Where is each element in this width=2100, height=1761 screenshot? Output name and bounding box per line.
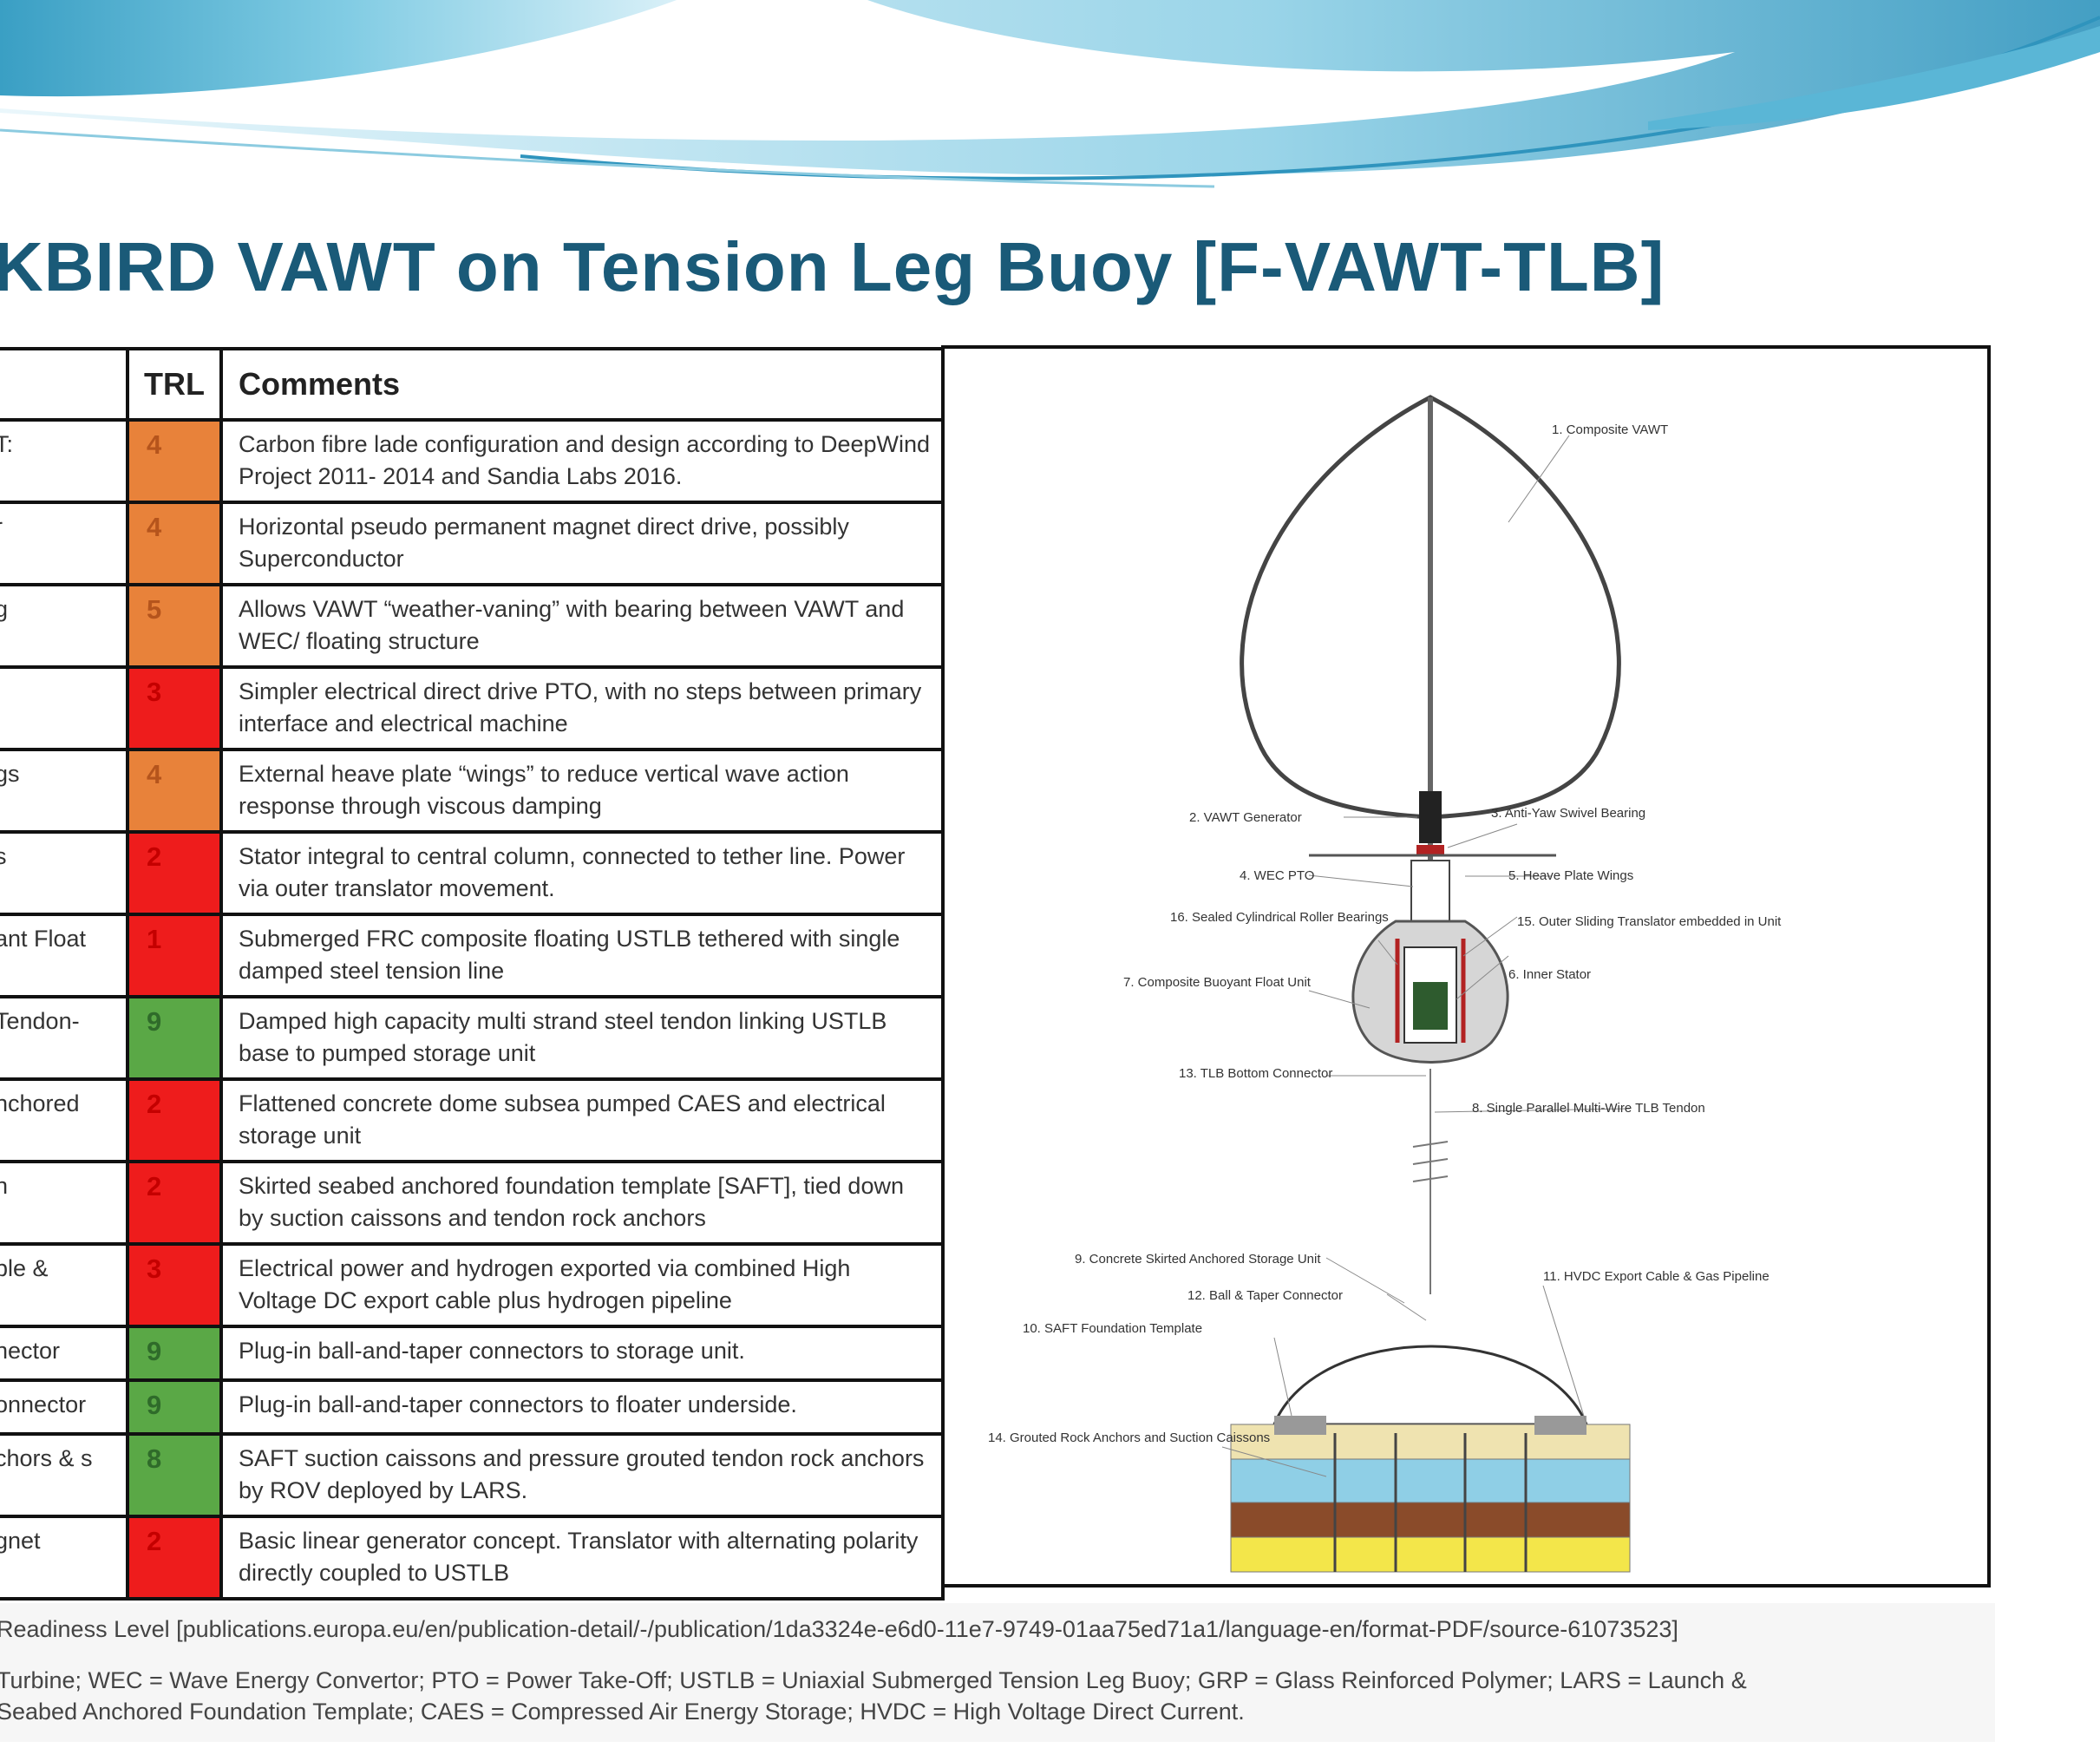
label-storage-unit: 9. Concrete Skirted Anchored Storage Uni… [1075,1252,1321,1267]
component-cell: onnector [0,1378,129,1436]
footnote-abbreviations-1: Turbine; WEC = Wave Energy Convertor; PT… [0,1667,1747,1693]
comment-cell: Plug-in ball-and-taper connectors to sto… [219,1325,945,1382]
vawt-generator [1419,791,1442,843]
trl-cell: 4 [126,418,223,504]
component-cell: T: [0,418,129,504]
trl-cell: 4 [126,748,223,834]
component-cell: Tendon- [0,995,129,1081]
label-buoyant-float: 7. Composite Buoyant Float Unit [1123,975,1312,990]
label-hvdc-cable: 11. HVDC Export Cable & Gas Pipeline [1543,1269,1770,1284]
component-cell: r [0,501,129,586]
label-tlb-tendon: 8. Single Parallel Multi-Wire TLB Tendon [1472,1101,1705,1116]
label-sliding-translator: 15. Outer Sliding Translator embedded in… [1517,914,1782,929]
comment-cell: Horizontal pseudo permanent magnet direc… [219,501,945,586]
footnote-background [0,1603,1995,1742]
comment-cell: Submerged FRC composite floating USTLB t… [219,913,945,998]
trl-cell: 9 [126,1325,223,1382]
trl-cell: 2 [126,830,223,916]
component-cell: g [0,583,129,669]
trl-cell: 4 [126,501,223,586]
page-title: KBIRD VAWT on Tension Leg Buoy [F-VAWT-T… [0,228,1665,305]
comment-cell: Flattened concrete dome subsea pumped CA… [219,1077,945,1163]
trl-cell: 2 [126,1515,223,1601]
trl-cell: 2 [126,1160,223,1246]
trl-cell: 3 [126,665,223,751]
label-tlb-bottom-connector: 13. TLB Bottom Connector [1179,1066,1332,1081]
trl-cell: 9 [126,1378,223,1436]
inner-stator [1413,982,1448,1030]
tlb-diagram-drawing: 1. Composite VAWT 2. VAWT Generator 3. A… [988,395,1782,1573]
header-trl: TRL [126,347,223,422]
label-vawt-generator: 2. VAWT Generator [1189,810,1302,825]
component-cell: gs [0,748,129,834]
table-row: g5Allows VAWT “weather-vaning” with bear… [0,583,945,669]
seabed-layer-clay [1230,1502,1631,1538]
component-cell: ble & [0,1242,129,1328]
label-wec-pto: 4. WEC PTO [1240,868,1314,883]
component-cell: gnet [0,1515,129,1601]
comment-cell: Damped high capacity multi strand steel … [219,995,945,1081]
label-roller-bearings: 16. Sealed Cylindrical Roller Bearings [1170,910,1389,925]
tlb-diagram: 1. Composite VAWT 2. VAWT Generator 3. A… [941,345,1991,1588]
trl-cell: 9 [126,995,223,1081]
comment-cell: Electrical power and hydrogen exported v… [219,1242,945,1328]
comment-cell: Skirted seabed anchored foundation templ… [219,1160,945,1246]
swivel-bearing [1416,845,1444,855]
component-cell: nchored [0,1077,129,1163]
trl-cell: 5 [126,583,223,669]
comment-cell: Plug-in ball-and-taper connectors to flo… [219,1378,945,1436]
comment-cell: External heave plate “wings” to reduce v… [219,748,945,834]
table-row: r4Horizontal pseudo permanent magnet dir… [0,501,945,586]
comment-cell: Stator integral to central column, conne… [219,830,945,916]
comment-cell: Carbon fibre lade configuration and desi… [219,418,945,504]
trl-cell: 2 [126,1077,223,1163]
header-wave-decoration [0,0,2100,188]
label-heave-plate: 5. Heave Plate Wings [1508,868,1633,883]
component-cell: nector [0,1325,129,1382]
foundation-template-left [1274,1416,1326,1435]
comment-cell: Basic linear generator concept. Translat… [219,1515,945,1601]
trl-cell: 1 [126,913,223,998]
table-row: gs4External heave plate “wings” to reduc… [0,748,945,834]
label-rock-anchors: 14. Grouted Rock Anchors and Suction Cai… [988,1430,1270,1445]
table-row: n2Skirted seabed anchored foundation tem… [0,1160,945,1246]
header-comments: Comments [219,347,945,422]
label-composite-vawt: 1. Composite VAWT [1552,422,1668,437]
component-cell: n [0,1160,129,1246]
label-inner-stator: 6. Inner Stator [1508,967,1591,982]
foundation-template-right [1534,1416,1586,1435]
tendon-break-marks [1412,1141,1449,1182]
trl-cell: 8 [126,1432,223,1518]
label-swivel-bearing: 3. Anti-Yaw Swivel Bearing [1491,806,1645,821]
storage-dome [1272,1345,1589,1426]
component-cell: s [0,830,129,916]
component-cell [0,665,129,751]
comment-cell: SAFT suction caissons and pressure grout… [219,1432,945,1518]
trl-cell: 3 [126,1242,223,1328]
seabed-layer-water [1230,1458,1631,1503]
header-component [0,347,129,422]
footnote-trl-source: Readiness Level [publications.europa.eu/… [0,1616,1678,1642]
component-cell: chors & s [0,1432,129,1518]
comment-cell: Allows VAWT “weather-vaning” with bearin… [219,583,945,669]
comment-cell: Simpler electrical direct drive PTO, wit… [219,665,945,751]
label-saft: 10. SAFT Foundation Template [1023,1321,1202,1336]
table-header-row: TRL Comments [0,347,945,422]
seabed-layer-rock [1230,1536,1631,1573]
component-cell: ant Float [0,913,129,998]
label-ball-taper: 12. Ball & Taper Connector [1187,1288,1343,1303]
table-row: s2Stator integral to central column, con… [0,830,945,916]
table-row: gnet2Basic linear generator concept. Tra… [0,1515,945,1601]
footnote-abbreviations-2: Seabed Anchored Foundation Template; CAE… [0,1699,1245,1725]
